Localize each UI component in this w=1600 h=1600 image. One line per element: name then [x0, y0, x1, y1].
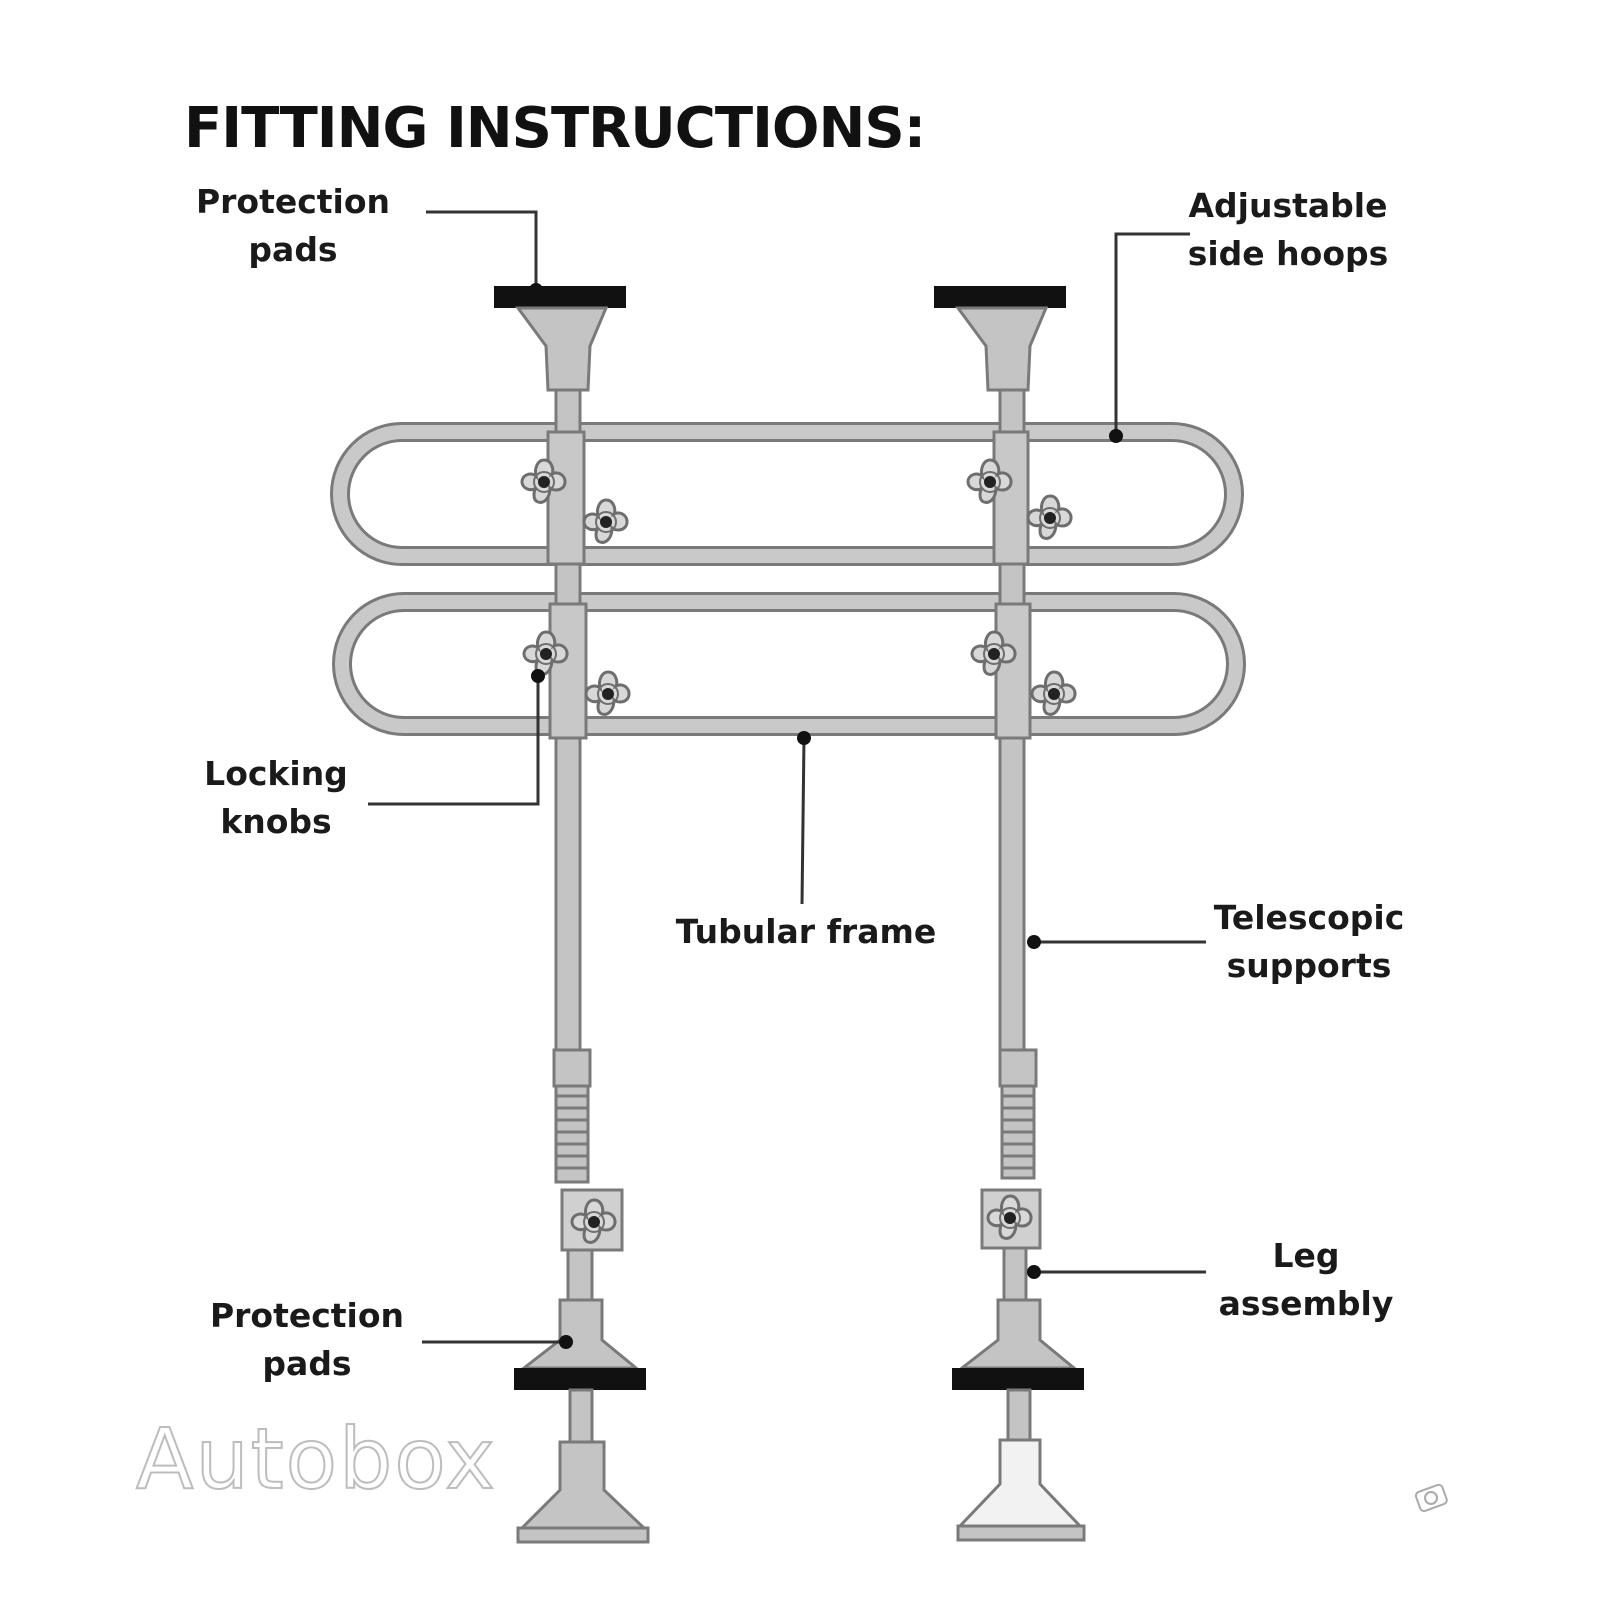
locking-knobs: [520, 458, 1077, 1244]
side-hoop-lower: [332, 592, 1246, 736]
label-line: assembly: [1218, 1284, 1394, 1323]
label-line: Locking: [204, 754, 348, 793]
label-protection-pads-top: Protection pads: [186, 178, 400, 274]
label-line: Telescopic: [1213, 898, 1405, 937]
locking-knob: [1026, 494, 1073, 540]
protection-pad-bottom-right: [952, 1368, 1084, 1390]
label-protection-pads-bottom: Protection pads: [200, 1292, 414, 1388]
left-support-pole: [494, 286, 650, 1544]
protection-pad-bottom-left: [514, 1368, 646, 1390]
label-line: pads: [248, 230, 338, 269]
label-line: Tubular frame: [675, 912, 937, 951]
telescopic-spring-right: [1000, 1084, 1036, 1180]
label-line: Protection: [209, 1296, 405, 1335]
protection-pad-top-left: [494, 286, 626, 308]
label-line: Adjustable: [1188, 186, 1388, 225]
label-line: Leg: [1272, 1236, 1340, 1275]
locking-knob: [582, 498, 629, 544]
leader-dots: [529, 283, 1123, 1349]
side-hoop-upper: [330, 422, 1244, 566]
label-line: supports: [1226, 946, 1392, 985]
telescopic-spring-left: [554, 1084, 590, 1184]
watermark: Autobox: [135, 1409, 497, 1509]
label-line: knobs: [220, 802, 332, 841]
ebay-camera-icon: [1414, 1483, 1448, 1512]
locking-knob: [584, 670, 631, 716]
label-line: side hoops: [1187, 234, 1389, 273]
label-line: pads: [262, 1344, 352, 1383]
page-title: FITTING INSTRUCTIONS:: [184, 96, 926, 161]
leader-lines: [368, 210, 1206, 1344]
label-locking-knobs: Locking knobs: [190, 750, 362, 846]
label-telescopic-supports: Telescopic supports: [1200, 894, 1418, 990]
label-leg-assembly: Leg assembly: [1206, 1232, 1406, 1328]
label-line: Protection: [195, 182, 391, 221]
locking-knob: [1030, 670, 1077, 716]
label-adjustable-side-hoops: Adjustable side hoops: [1178, 182, 1398, 278]
protection-pad-top-right: [934, 286, 1066, 308]
right-support-pole: [934, 286, 1086, 1542]
label-tubular-frame: Tubular frame: [656, 908, 956, 956]
